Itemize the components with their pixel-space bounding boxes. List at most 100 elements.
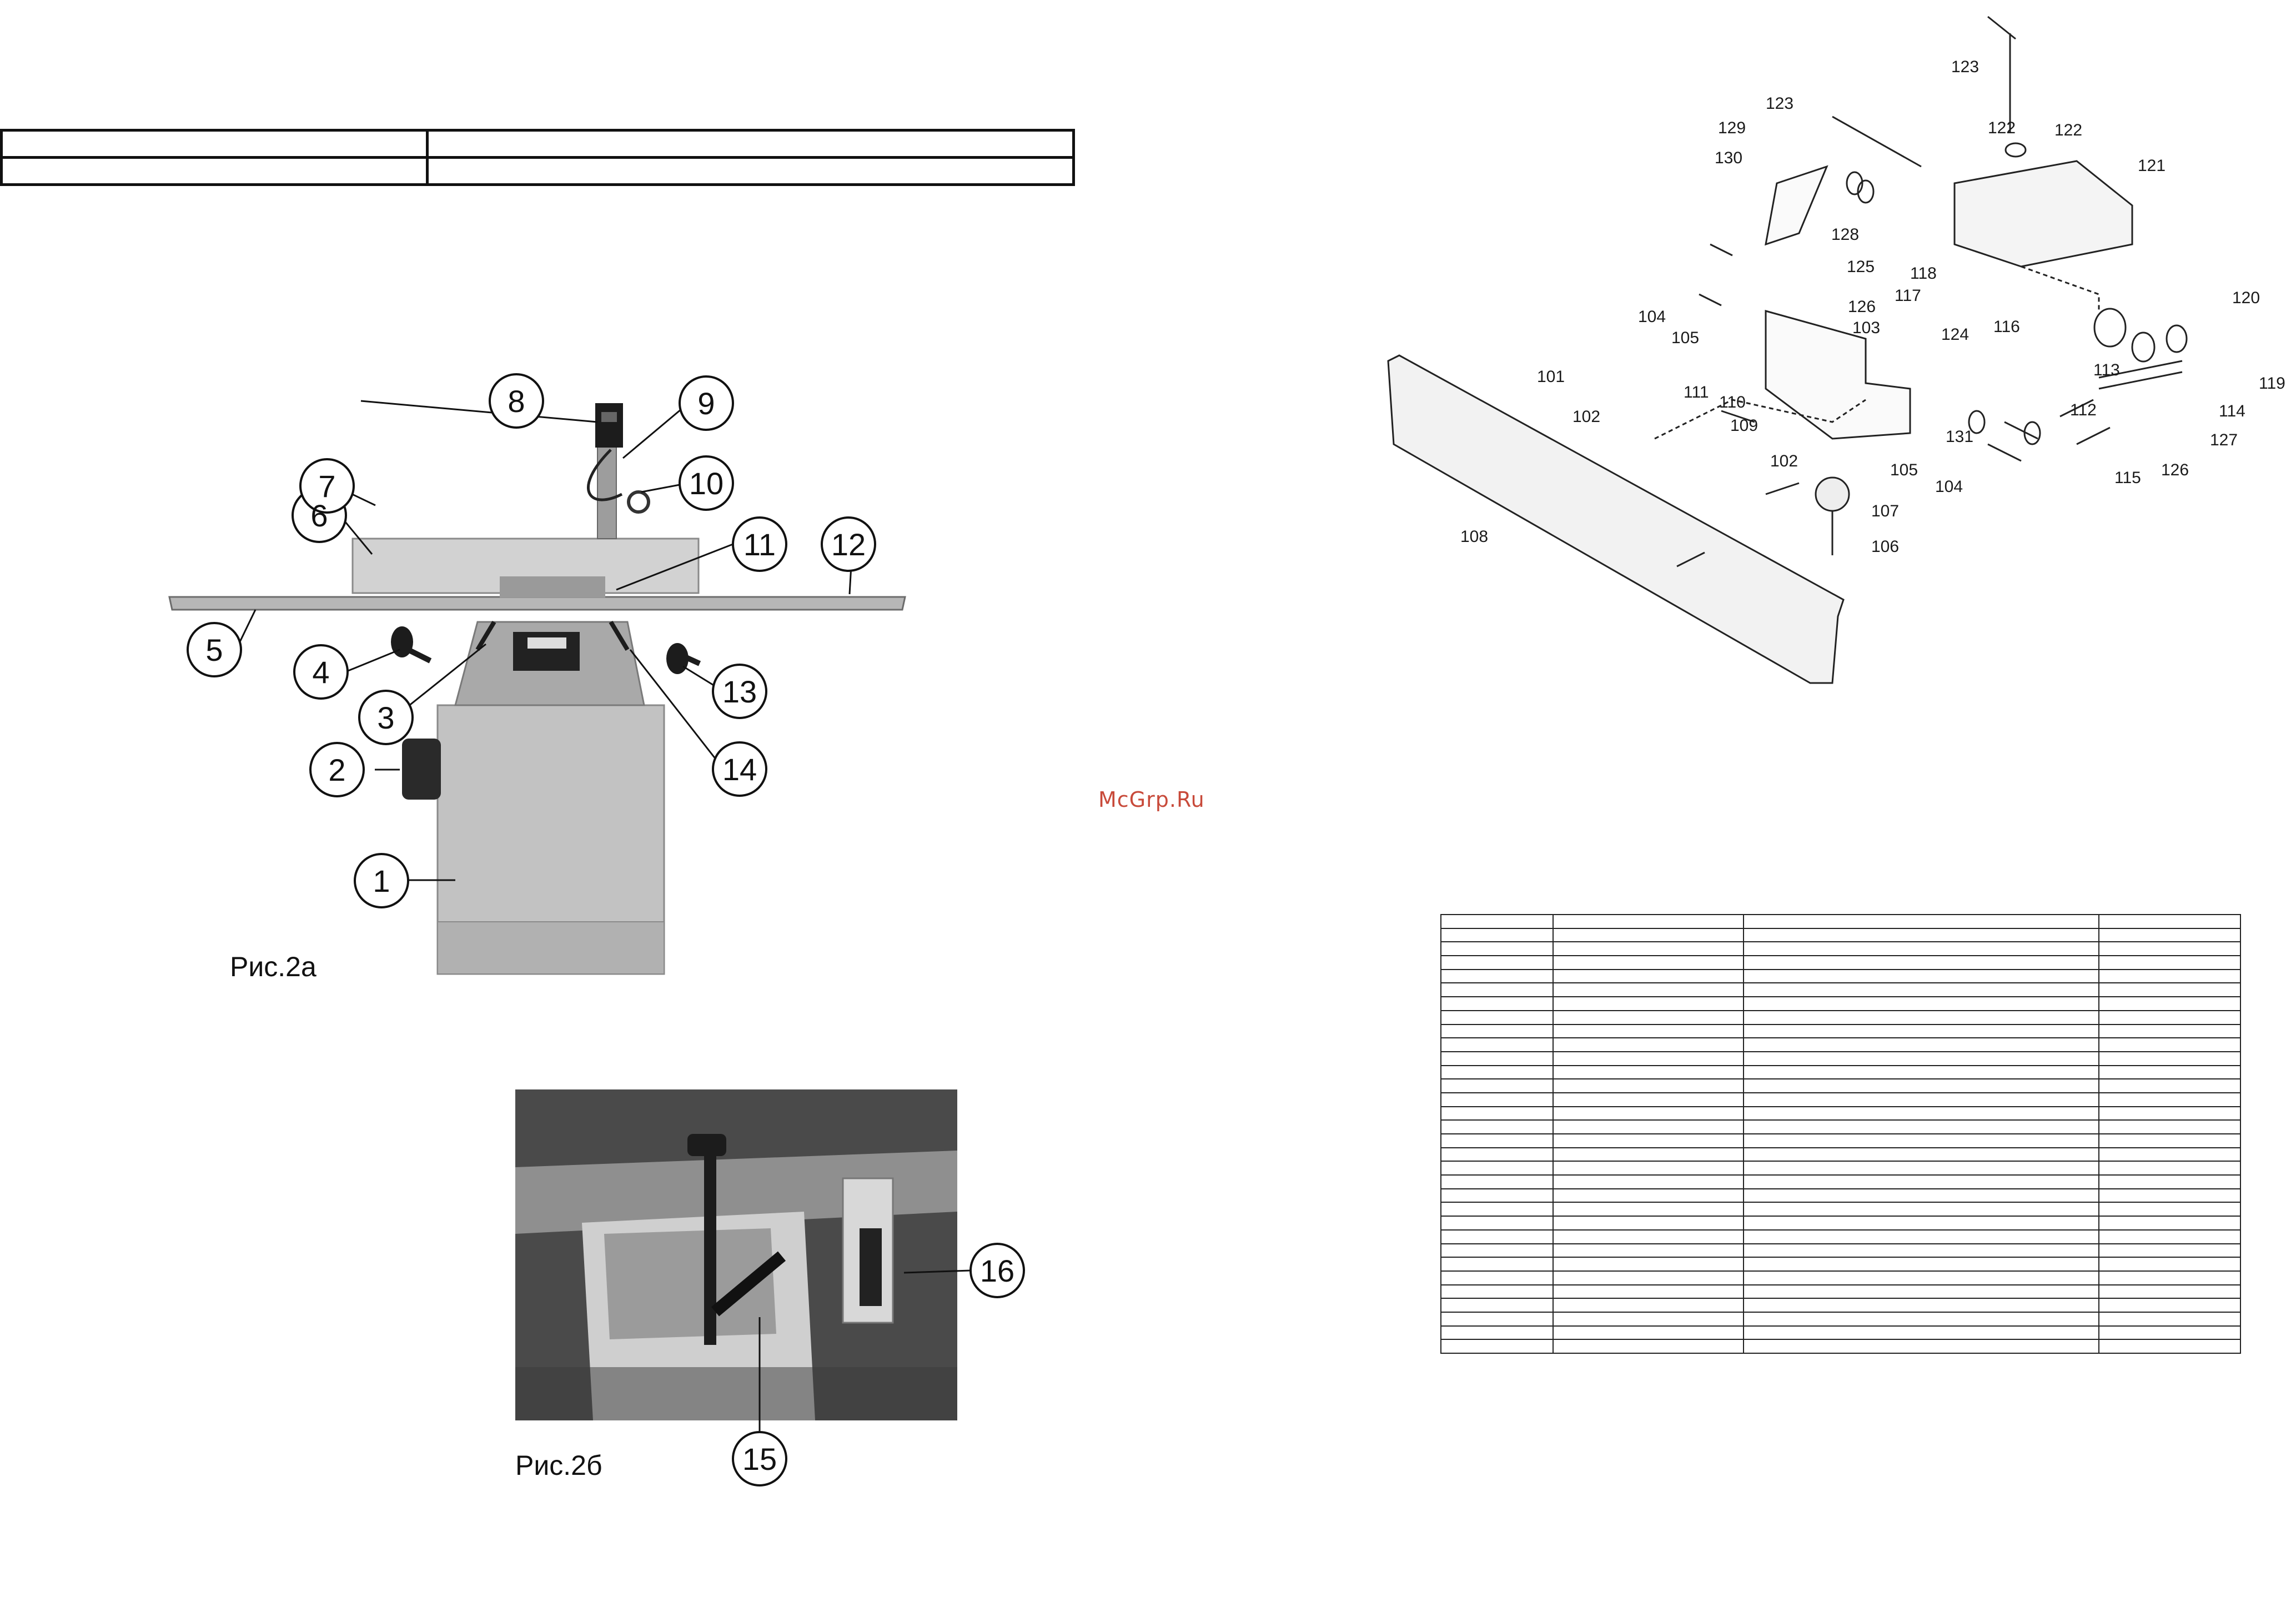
table-cell — [2098, 1311, 2241, 1327]
table-cell — [1553, 1023, 1744, 1039]
part-label: 122 — [1988, 119, 2016, 137]
table-cell — [1553, 1147, 1744, 1162]
table-cell — [1743, 1010, 2099, 1025]
table-cell — [1553, 996, 1744, 1011]
table-cell — [1743, 1188, 2099, 1203]
table-cell — [1743, 1202, 2099, 1217]
table-cell — [1440, 1202, 1554, 1217]
table-cell — [2098, 1106, 2241, 1121]
table-cell — [1743, 1216, 2099, 1231]
table-row — [1440, 1284, 2241, 1299]
table-cell — [1553, 1284, 1744, 1299]
table-cell — [1743, 1229, 2099, 1244]
table-row — [1440, 1243, 2241, 1258]
table-cell — [1743, 1106, 2099, 1121]
part-label: 126 — [1848, 298, 1876, 316]
table-cell — [426, 156, 1075, 186]
table-cell — [1553, 1229, 1744, 1244]
table-cell — [2098, 1037, 2241, 1052]
table-cell — [1743, 1092, 2099, 1107]
part-label: 120 — [2232, 289, 2260, 307]
part-label: 101 — [1537, 368, 1565, 386]
table-cell — [1743, 1037, 2099, 1052]
part-label: 111 — [1684, 383, 1709, 401]
part-label: 114 — [2219, 402, 2245, 420]
table-cell — [1553, 1092, 1744, 1107]
table-row — [1440, 1133, 2241, 1148]
table-row — [1440, 1023, 2241, 1039]
table-cell — [1743, 1161, 2099, 1176]
table-cell — [1440, 941, 1554, 957]
table-cell — [2098, 1339, 2241, 1354]
table-cell — [1553, 941, 1744, 957]
table-cell — [1440, 914, 1554, 929]
table-row — [1440, 1229, 2241, 1244]
table-cell — [1743, 1147, 2099, 1162]
table-cell — [1440, 1270, 1554, 1285]
table-cell — [1440, 982, 1554, 998]
part-label: 104 — [1638, 308, 1666, 326]
table-cell — [1440, 1023, 1554, 1039]
table-row — [1440, 1092, 2241, 1107]
table-row — [1440, 1325, 2241, 1340]
part-label: 102 — [1572, 408, 1600, 426]
table-cell — [1440, 1064, 1554, 1080]
table-row — [1440, 1078, 2241, 1093]
table-cell — [1743, 1339, 2099, 1354]
part-label: 107 — [1871, 502, 1899, 520]
callout-label: 8 — [508, 384, 525, 419]
table-cell — [1440, 1037, 1554, 1052]
table-row — [1440, 1311, 2241, 1327]
part-label: 130 — [1715, 149, 1742, 167]
table-cell — [2098, 1010, 2241, 1025]
table-cell — [1553, 1078, 1744, 1093]
callout-label: 6 — [310, 498, 328, 533]
part-label: 118 — [1910, 264, 1937, 283]
table-cell — [1553, 1010, 1744, 1025]
part-label: 106 — [1871, 538, 1899, 556]
table-cell — [1743, 968, 2099, 984]
table-cell — [1743, 1270, 2099, 1285]
table-cell — [1553, 982, 1744, 998]
table-cell — [1440, 1339, 1554, 1354]
table-cell — [1553, 1216, 1744, 1231]
table-row — [1440, 996, 2241, 1011]
table-cell — [1440, 968, 1554, 984]
table-cell — [1440, 1106, 1554, 1121]
table-cell — [1743, 996, 2099, 1011]
part-label: 129 — [1718, 119, 1746, 137]
callout-label: 13 — [722, 674, 757, 709]
table-row — [1440, 1051, 2241, 1066]
table-cell — [1553, 1188, 1744, 1203]
table-cell — [2098, 968, 2241, 984]
exploded-parts-diagram: 101 102 102 103 104 104 105 105 106 107 … — [1387, 16, 2285, 684]
part-label: 105 — [1890, 461, 1918, 479]
table-cell — [1440, 1078, 1554, 1093]
table-row — [1440, 914, 2241, 929]
part-label: 109 — [1730, 416, 1758, 435]
table-cell — [1440, 1161, 1554, 1176]
callout-label: 1 — [373, 863, 390, 898]
callout-label: 2 — [328, 752, 345, 787]
table-cell — [1440, 1229, 1554, 1244]
table-cell — [1743, 1284, 2099, 1299]
table-cell — [1743, 1243, 2099, 1258]
callout-label: 9 — [697, 386, 715, 421]
table-cell — [2098, 1064, 2241, 1080]
table-cell — [1743, 982, 2099, 998]
part-label: 105 — [1671, 329, 1699, 347]
table-row — [1440, 1119, 2241, 1134]
table-cell — [1553, 1202, 1744, 1217]
part-label: 115 — [2114, 469, 2141, 487]
spec-table — [0, 129, 1075, 186]
table-cell — [426, 129, 1075, 159]
table-cell — [2098, 1188, 2241, 1203]
table-row — [1440, 955, 2241, 970]
parts-list-table — [1440, 914, 2241, 1354]
part-label: 113 — [2093, 361, 2120, 379]
table-cell — [2098, 1270, 2241, 1285]
table-cell — [1553, 1119, 1744, 1134]
callout-label: 15 — [742, 1442, 777, 1477]
part-label: 117 — [1895, 287, 1921, 305]
table-cell — [2098, 982, 2241, 998]
